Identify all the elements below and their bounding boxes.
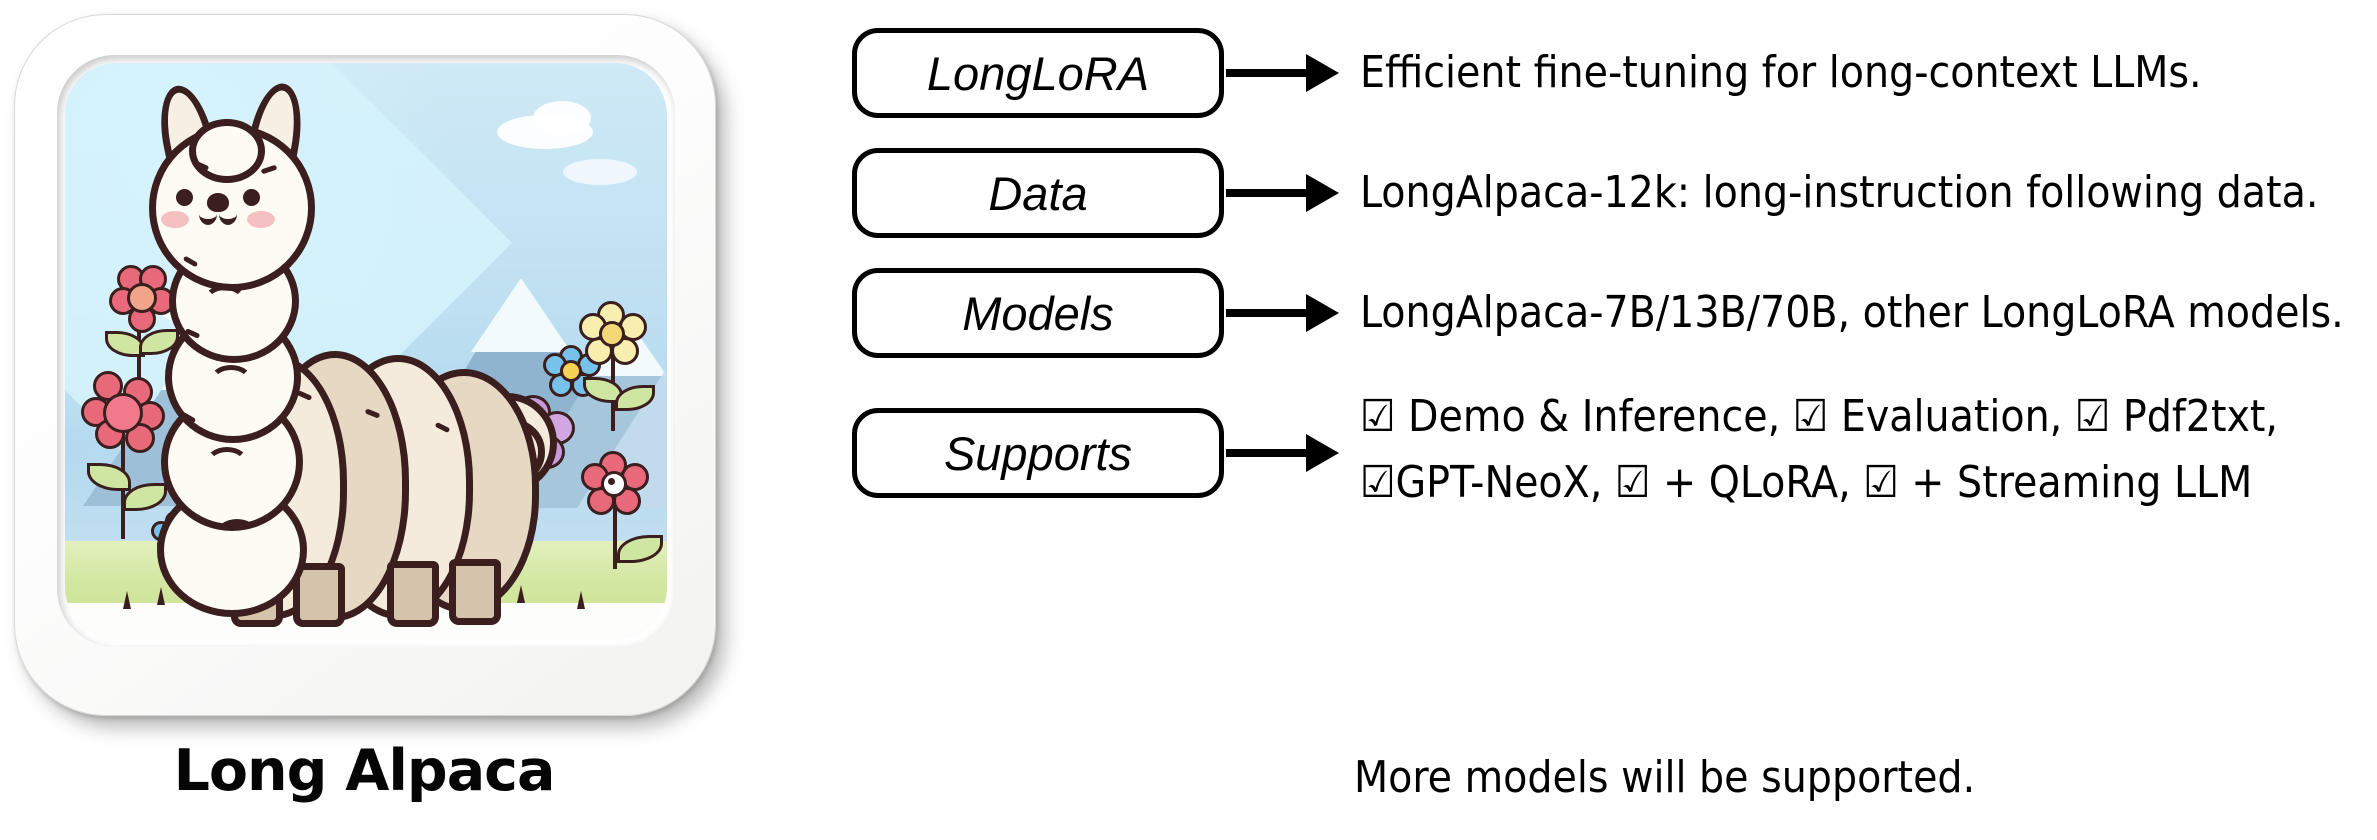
- wool-arc: [209, 365, 253, 399]
- arrow-shaft: [1226, 69, 1312, 77]
- node-description: LongAlpaca-7B/13B/70B, other LongLoRA mo…: [1360, 287, 2344, 339]
- flow-row: Data LongAlpaca-12k: long-instruction fo…: [760, 148, 2377, 238]
- wool-arc: [203, 285, 247, 319]
- snow-cap-shape: [471, 275, 571, 352]
- alpaca-head-topknot: [189, 119, 265, 183]
- alpaca-eye-right: [243, 189, 260, 206]
- grass-blade: [123, 591, 131, 609]
- footer-note: More models will be supported.: [1354, 752, 1976, 803]
- grass-blade: [517, 585, 525, 603]
- arrow-shaft: [1226, 189, 1312, 197]
- supports-description: ☑ Demo & Inference, ☑ Evaluation, ☑ Pdf2…: [1360, 388, 2278, 520]
- alpaca-cheek-right: [247, 211, 275, 228]
- right-arrow-icon: [1226, 408, 1342, 498]
- node-supports[interactable]: Supports: [852, 408, 1224, 498]
- wool-arc: [215, 519, 259, 553]
- node-description: LongAlpaca-12k: long-instruction followi…: [1360, 167, 2319, 219]
- logo-inner-frame: [57, 55, 675, 647]
- logo-caption: Long Alpaca: [173, 738, 556, 804]
- grass-blade: [577, 591, 585, 609]
- arrow-head: [1306, 174, 1339, 212]
- grass-blade: [157, 587, 165, 605]
- node-description: Efficient fine-tuning for long-context L…: [1360, 47, 2202, 99]
- supports-line-2: ☑GPT-NeoX, ☑ + QLoRA, ☑ + Streaming LLM: [1360, 456, 2253, 508]
- flow-row: LongLoRA Efficient fine-tuning for long-…: [760, 28, 2377, 118]
- alpaca-leg: [449, 559, 501, 625]
- right-arrow-icon: [1226, 148, 1342, 238]
- right-arrow-icon: [1226, 268, 1342, 358]
- cloud-icon: [563, 159, 637, 185]
- alpaca-leg: [293, 563, 345, 627]
- alpaca-eye-left: [176, 189, 193, 206]
- arrow-head: [1306, 54, 1339, 92]
- flow-row: Models LongAlpaca-7B/13B/70B, other Long…: [760, 268, 2377, 358]
- arrow-shaft: [1226, 309, 1312, 317]
- supports-line-1: ☑ Demo & Inference, ☑ Evaluation, ☑ Pdf2…: [1360, 391, 2278, 442]
- alpaca-mouth: [219, 203, 237, 225]
- arrow-head: [1306, 434, 1339, 472]
- right-arrow-icon: [1226, 28, 1342, 118]
- node-label: Data: [988, 166, 1088, 220]
- wool-arc: [205, 447, 249, 481]
- node-models[interactable]: Models: [852, 268, 1224, 358]
- alpaca-mouth: [199, 203, 217, 225]
- logo-panel: Long Alpaca: [0, 0, 760, 840]
- flow-row: Supports ☑ Demo & Inference, ☑ Evaluatio…: [760, 388, 2377, 518]
- alpaca-leg: [387, 561, 439, 627]
- flow-diagram: LongLoRA Efficient fine-tuning for long-…: [760, 0, 2377, 840]
- arrow-shaft: [1226, 449, 1312, 457]
- alpaca-illustration: [65, 63, 667, 639]
- node-label: Supports: [943, 426, 1133, 480]
- node-longlora[interactable]: LongLoRA: [852, 28, 1224, 118]
- alpaca-cheek-left: [161, 211, 189, 228]
- cloud-icon: [533, 101, 591, 135]
- node-data[interactable]: Data: [852, 148, 1224, 238]
- node-label: LongLoRA: [926, 46, 1150, 100]
- node-label: Models: [962, 286, 1114, 340]
- arrow-head: [1306, 294, 1339, 332]
- logo-card: [14, 14, 716, 716]
